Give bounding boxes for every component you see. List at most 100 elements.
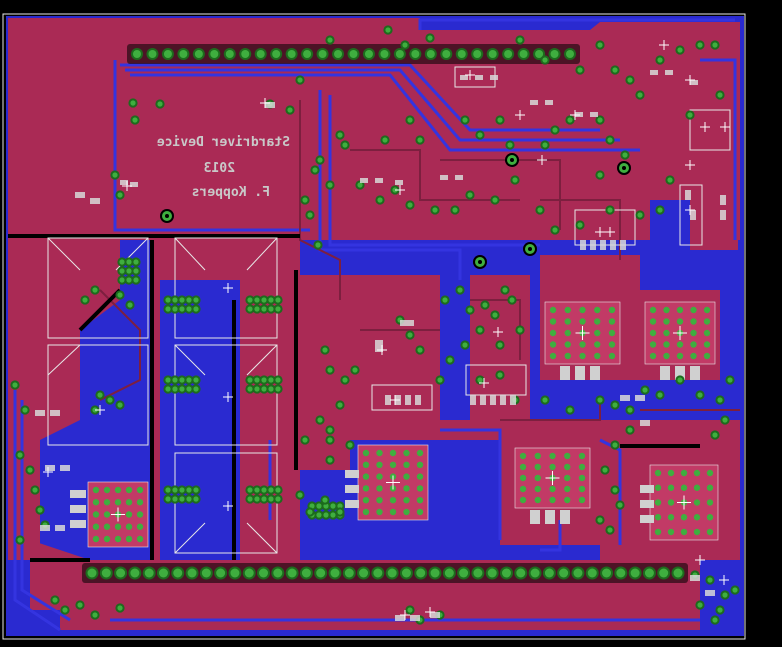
thermal-via — [594, 329, 601, 337]
via — [452, 207, 458, 213]
via — [347, 442, 353, 448]
thermal-via — [125, 499, 133, 506]
via — [327, 427, 333, 433]
thermal-via — [667, 469, 675, 477]
relay-pin — [193, 377, 199, 383]
via — [327, 437, 333, 443]
smd-pad — [455, 175, 463, 180]
header-top-pin — [163, 50, 172, 58]
via — [477, 327, 483, 333]
thermal-via — [534, 463, 541, 471]
thermal-via — [549, 496, 556, 504]
via — [637, 212, 643, 218]
via — [542, 142, 548, 148]
top-pour-bottom-strip — [60, 600, 700, 630]
silk-line-1: Stardriver Device — [157, 135, 290, 150]
via — [497, 342, 503, 348]
via — [462, 117, 468, 123]
relay-pin — [172, 496, 178, 502]
via — [385, 27, 391, 33]
package-leg — [590, 366, 600, 380]
via — [707, 577, 713, 583]
via — [602, 467, 608, 473]
thermal-via — [362, 508, 370, 516]
smd-pad — [50, 410, 60, 416]
gap — [78, 288, 122, 332]
smd-pad — [120, 180, 128, 185]
top-trace — [470, 299, 521, 360]
thermal-via — [92, 511, 100, 518]
header-bottom-pin — [201, 568, 211, 578]
via — [717, 607, 723, 613]
smd-pad — [40, 525, 50, 531]
bottom-trace — [130, 73, 640, 152]
thermal-via — [608, 318, 616, 325]
via — [315, 242, 321, 248]
relay-pin — [268, 377, 274, 383]
via — [77, 602, 83, 608]
via — [342, 377, 348, 383]
header-bottom-pin — [158, 568, 168, 578]
relay-outline — [47, 344, 149, 446]
pin-headers — [82, 44, 688, 583]
mounting-hole-drill — [622, 166, 626, 170]
smd-pad — [635, 395, 645, 401]
via — [552, 127, 558, 133]
via — [502, 287, 508, 293]
thermal-via — [649, 329, 657, 337]
package-leg — [640, 485, 654, 493]
thermal-via — [649, 352, 657, 360]
header-bottom-pin — [559, 568, 569, 578]
smd-pad — [360, 178, 368, 183]
relay-pin — [179, 297, 185, 303]
top-pour-left-mid — [150, 240, 300, 560]
smd-pad — [705, 590, 715, 596]
smd-pad — [385, 395, 391, 405]
via — [612, 442, 618, 448]
header-bottom-pin — [401, 568, 411, 578]
smd-pad — [470, 395, 476, 405]
relay-pin — [165, 306, 171, 312]
header-bottom-pin — [273, 568, 283, 578]
header-top-pin — [535, 50, 544, 58]
relay-pin — [268, 386, 274, 392]
thermal-via — [649, 318, 657, 325]
thermal-via — [663, 306, 670, 314]
board-outline — [2, 13, 746, 640]
via — [637, 92, 643, 98]
thermal-via — [594, 341, 601, 348]
thermal-via — [654, 514, 662, 521]
via — [657, 392, 663, 398]
via — [37, 507, 43, 513]
via — [157, 101, 163, 107]
smd-pad — [685, 190, 691, 200]
thermal-via — [693, 484, 701, 491]
header-top-pin — [287, 50, 296, 58]
package-leg — [530, 510, 540, 524]
via — [327, 37, 333, 43]
relay-pin — [330, 503, 336, 509]
header-bottom-pin — [287, 568, 297, 578]
thermal-via — [114, 535, 122, 543]
relay-pin — [254, 297, 260, 303]
thermal-via — [416, 485, 424, 492]
thermal-via — [549, 463, 556, 471]
thermal-via — [92, 486, 100, 494]
relay-pin — [316, 503, 322, 509]
smd-pad — [650, 70, 658, 75]
via — [509, 297, 515, 303]
smd-pad — [430, 612, 440, 618]
thermal-via — [389, 497, 397, 504]
relay-pin — [275, 496, 281, 502]
relay-pin — [165, 386, 171, 392]
header-bottom-pin — [501, 568, 511, 578]
header-top-pin — [272, 50, 281, 58]
header-bottom-pin — [659, 568, 669, 578]
via — [27, 467, 33, 473]
package-leg — [575, 366, 585, 380]
header-bottom-pin — [187, 568, 197, 578]
relay-diagonal — [246, 344, 278, 376]
smd-pad — [480, 395, 486, 405]
header-bottom-pin — [244, 568, 254, 578]
relay-pin — [275, 386, 281, 392]
